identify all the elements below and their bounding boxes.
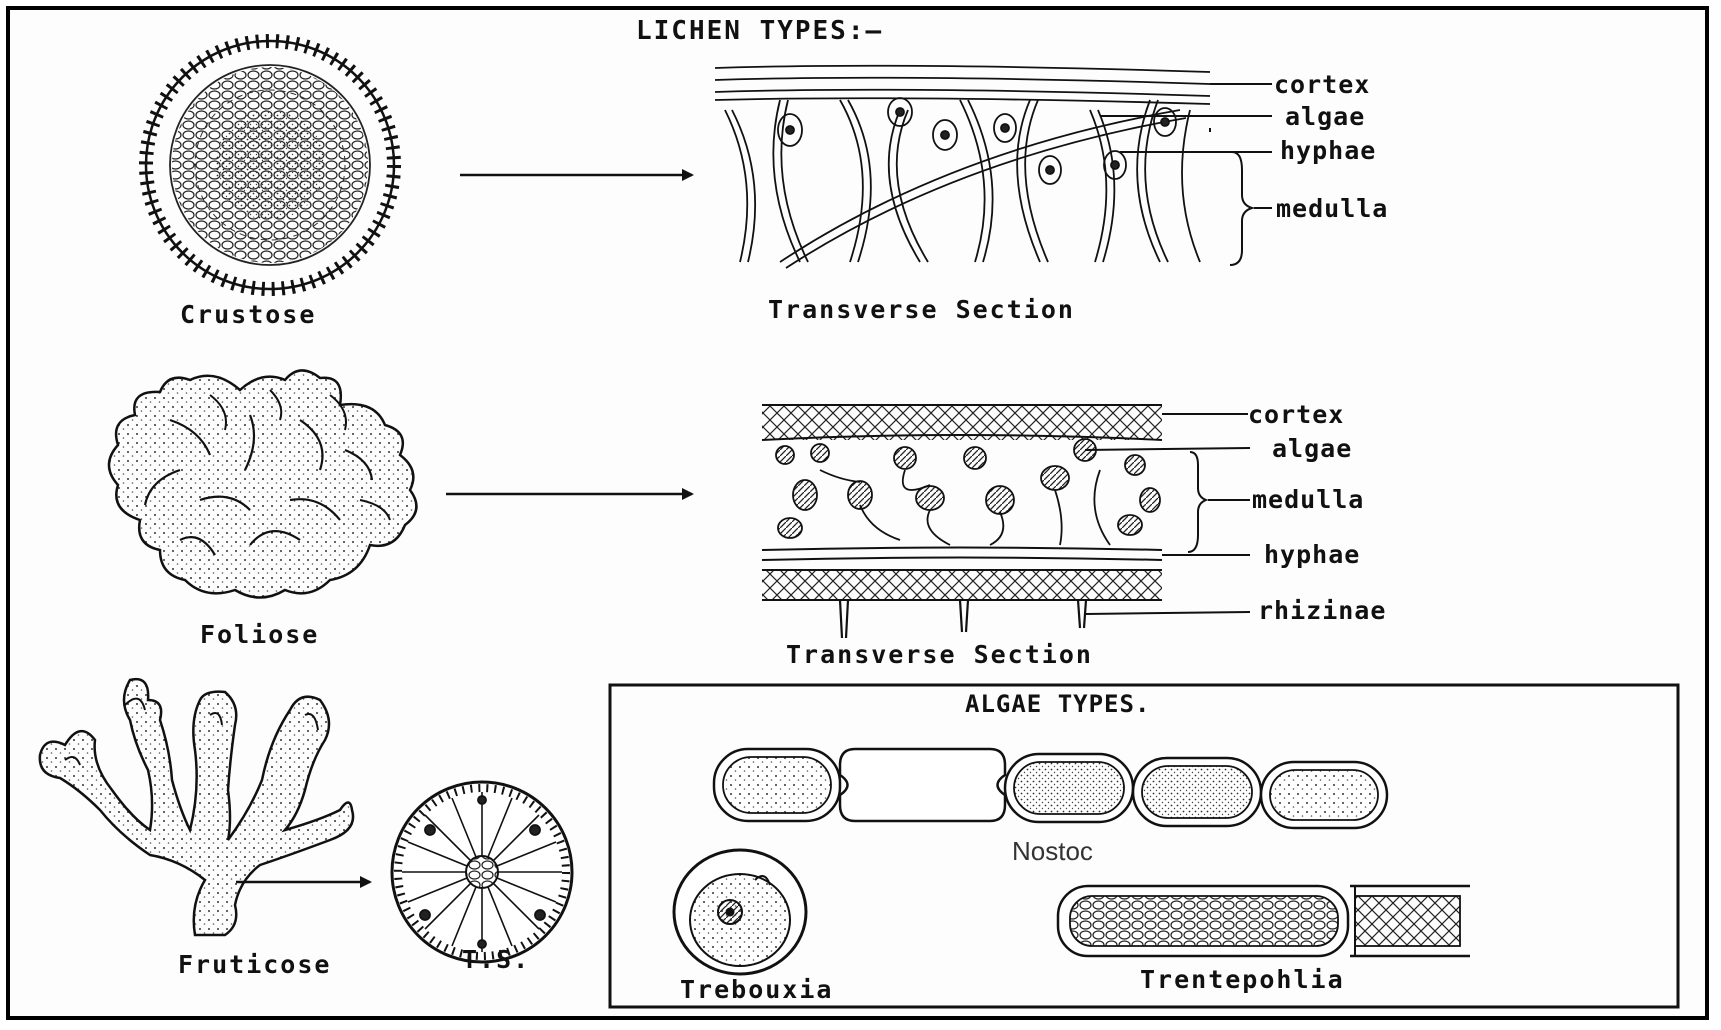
foliose-label: Foliose <box>200 620 319 649</box>
crustose-transverse-section-drawing <box>715 66 1272 268</box>
crustose-thallus-drawing <box>146 41 394 289</box>
crustose-section-caption: Transverse Section <box>768 295 1075 324</box>
crustose-label: Crustose <box>180 300 316 329</box>
foliose-part-rhizinae: rhizinae <box>1258 596 1386 625</box>
algae-types-title: ALGAE TYPES. <box>965 690 1150 718</box>
fruticose-ts-drawing <box>392 782 572 962</box>
foliose-part-algae: algae <box>1272 434 1352 463</box>
trebouxia-drawing <box>674 850 806 974</box>
trentepohlia-drawing <box>1058 886 1470 956</box>
fruticose-section-caption: T.S. <box>462 945 530 974</box>
foliose-part-medulla: medulla <box>1252 485 1364 514</box>
foliose-part-cortex: cortex <box>1248 400 1344 429</box>
fruticose-thallus-drawing <box>40 679 353 935</box>
foliose-section-caption: Transverse Section <box>786 640 1093 669</box>
foliose-thallus-drawing <box>109 370 416 597</box>
fruticose-label: Fruticose <box>178 950 331 979</box>
algae-nostoc-label: Nostoc <box>1012 836 1093 867</box>
algae-trentepohlia-label: Trentepohlia <box>1140 965 1345 994</box>
nostoc-drawing <box>714 749 1387 828</box>
diagram-title: LICHEN TYPES:— <box>636 16 883 46</box>
foliose-part-hyphae: hyphae <box>1264 540 1360 569</box>
foliose-transverse-section-drawing <box>762 405 1250 638</box>
crustose-part-medulla: medulla <box>1276 194 1388 223</box>
crustose-part-cortex: cortex <box>1274 70 1370 99</box>
algae-trebouxia-label: Trebouxia <box>680 975 833 1004</box>
crustose-part-algae: algae <box>1285 102 1365 131</box>
crustose-part-hyphae: hyphae <box>1280 136 1376 165</box>
